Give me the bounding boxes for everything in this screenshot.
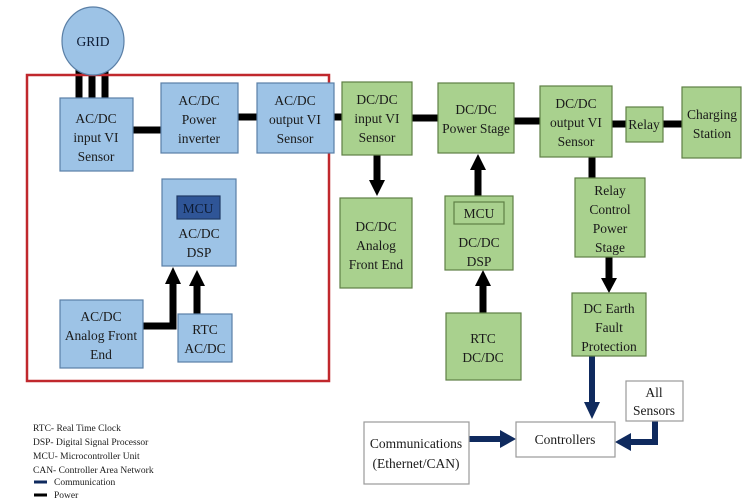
mcu-label: MCU <box>183 201 214 216</box>
ac-dc-analog-front-end[interactable]: AC/DC Analog Front End <box>59 299 144 369</box>
ac-dc-input-vi-sensor[interactable]: AC/DC input VI Sensor <box>59 97 134 172</box>
legend-abbreviation: DSP- Digital Signal Processor <box>33 438 149 448</box>
communications-ethernet-can[interactable]: Communications (Ethernet/CAN) <box>363 421 470 485</box>
block-label: Sensor <box>78 149 115 164</box>
block-label: DC/DC <box>356 92 397 107</box>
block-label: input VI <box>354 111 400 126</box>
dc-dc-output-vi-sensor[interactable]: DC/DC output VI Sensor <box>539 85 613 158</box>
mcu-label: MCU <box>464 206 495 221</box>
legend-abbreviation: CAN- Controller Area Network <box>33 466 154 476</box>
block-label: Communications <box>370 436 462 451</box>
block-label: Stage <box>595 240 625 255</box>
relay[interactable]: Relay <box>625 106 664 143</box>
block-label: Sensors <box>633 403 675 418</box>
dc-dc-input-vi-sensor[interactable]: DC/DC input VI Sensor <box>341 81 413 156</box>
block-label: Power <box>182 112 217 127</box>
ac-dc-rtc[interactable]: RTC AC/DC <box>177 313 233 363</box>
block-label: (Ethernet/CAN) <box>373 456 460 471</box>
block-label: AC/DC <box>184 341 225 356</box>
dc-dc-rtc[interactable]: RTC DC/DC <box>445 312 522 381</box>
block-label: DC/DC <box>462 350 503 365</box>
arrow-head-down <box>584 402 600 419</box>
block-label: AC/DC <box>178 93 219 108</box>
block-label: DSP <box>187 245 212 260</box>
block-label: End <box>90 347 112 362</box>
legend-abbreviation: RTC- Real Time Clock <box>33 424 121 434</box>
dc-dc-mcu[interactable]: MCU <box>453 201 505 225</box>
block-label: Sensor <box>558 134 595 149</box>
block-label: output VI <box>550 115 602 130</box>
block-label: Sensor <box>277 131 314 146</box>
arrow-head-down <box>601 278 617 293</box>
block-label: Charging <box>687 107 737 122</box>
block-label: Relay <box>594 183 626 198</box>
block-label: RTC <box>470 331 495 346</box>
dc-dc-analog-front-end[interactable]: DC/DC Analog Front End <box>339 197 413 289</box>
arrow-head-up <box>475 270 491 286</box>
ac-dc-output-vi-sensor[interactable]: AC/DC output VI Sensor <box>256 82 335 154</box>
block-label: DC Earth <box>583 301 635 316</box>
block-label: Protection <box>581 339 637 354</box>
dc-dc-power-stage[interactable]: DC/DC Power Stage <box>437 82 515 154</box>
block-label: All <box>645 385 663 400</box>
arrow-shaft <box>143 282 177 330</box>
legend-communication-label: Communication <box>54 478 115 488</box>
block-label: Station <box>693 126 732 141</box>
dc-dc-dsp[interactable]: MCU DC/DC DSP <box>444 195 514 271</box>
arrow-head-down <box>369 180 385 196</box>
grid-node[interactable]: GRID <box>61 6 125 76</box>
block-label: Relay <box>628 117 660 132</box>
block-label: input VI <box>73 130 119 145</box>
legend-abbreviation: MCU- Microcontroller Unit <box>33 452 140 462</box>
block-label: DC/DC <box>458 235 499 250</box>
block-label: DSP <box>467 254 492 269</box>
arrow-head-up <box>189 270 205 286</box>
block-label: Sensor <box>359 130 396 145</box>
block-label: Analog <box>356 238 396 253</box>
arrow-head-right <box>500 430 516 448</box>
arrow-head-up <box>470 154 486 170</box>
ac-dc-dsp[interactable]: MCU AC/DC DSP <box>161 178 237 267</box>
block-label: Fault <box>595 320 623 335</box>
ac-dc-mcu[interactable]: MCU <box>176 195 221 220</box>
ac-dc-section-boundary <box>25 73 331 383</box>
all-sensors[interactable]: All Sensors <box>625 380 684 422</box>
block-label: output VI <box>269 112 321 127</box>
ac-dc-power-inverter[interactable]: AC/DC Power inverter <box>160 82 239 154</box>
block-label: DC/DC <box>455 102 496 117</box>
relay-control-power-stage[interactable]: Relay Control Power Stage <box>574 177 646 258</box>
arrow-head-up <box>165 267 181 284</box>
communication-arrows <box>468 356 658 451</box>
block-label: Front End <box>349 257 404 272</box>
block-label: Power <box>593 221 628 236</box>
legend: RTC- Real Time Clock DSP- Digital Signal… <box>33 424 154 501</box>
block-label: DC/DC <box>355 219 396 234</box>
arrow-shaft <box>627 421 658 445</box>
controllers[interactable]: Controllers <box>515 421 616 458</box>
block-label: inverter <box>178 131 220 146</box>
block-label: AC/DC <box>178 226 219 241</box>
power-arrows <box>143 154 617 330</box>
block-label: AC/DC <box>80 309 121 324</box>
charging-station[interactable]: Charging Station <box>681 86 742 159</box>
block-label: Analog Front <box>65 328 138 343</box>
dc-earth-fault-protection[interactable]: DC Earth Fault Protection <box>571 292 647 357</box>
grid-label: GRID <box>77 34 110 49</box>
block-label: Controllers <box>535 432 596 447</box>
block-label: AC/DC <box>75 111 116 126</box>
block-label: RTC <box>192 322 217 337</box>
block-label: Power Stage <box>442 121 510 136</box>
block-label: DC/DC <box>555 96 596 111</box>
legend-power-label: Power <box>54 491 79 501</box>
block-label: AC/DC <box>274 93 315 108</box>
arrow-head-left <box>615 433 631 451</box>
block-label: Control <box>589 202 631 217</box>
